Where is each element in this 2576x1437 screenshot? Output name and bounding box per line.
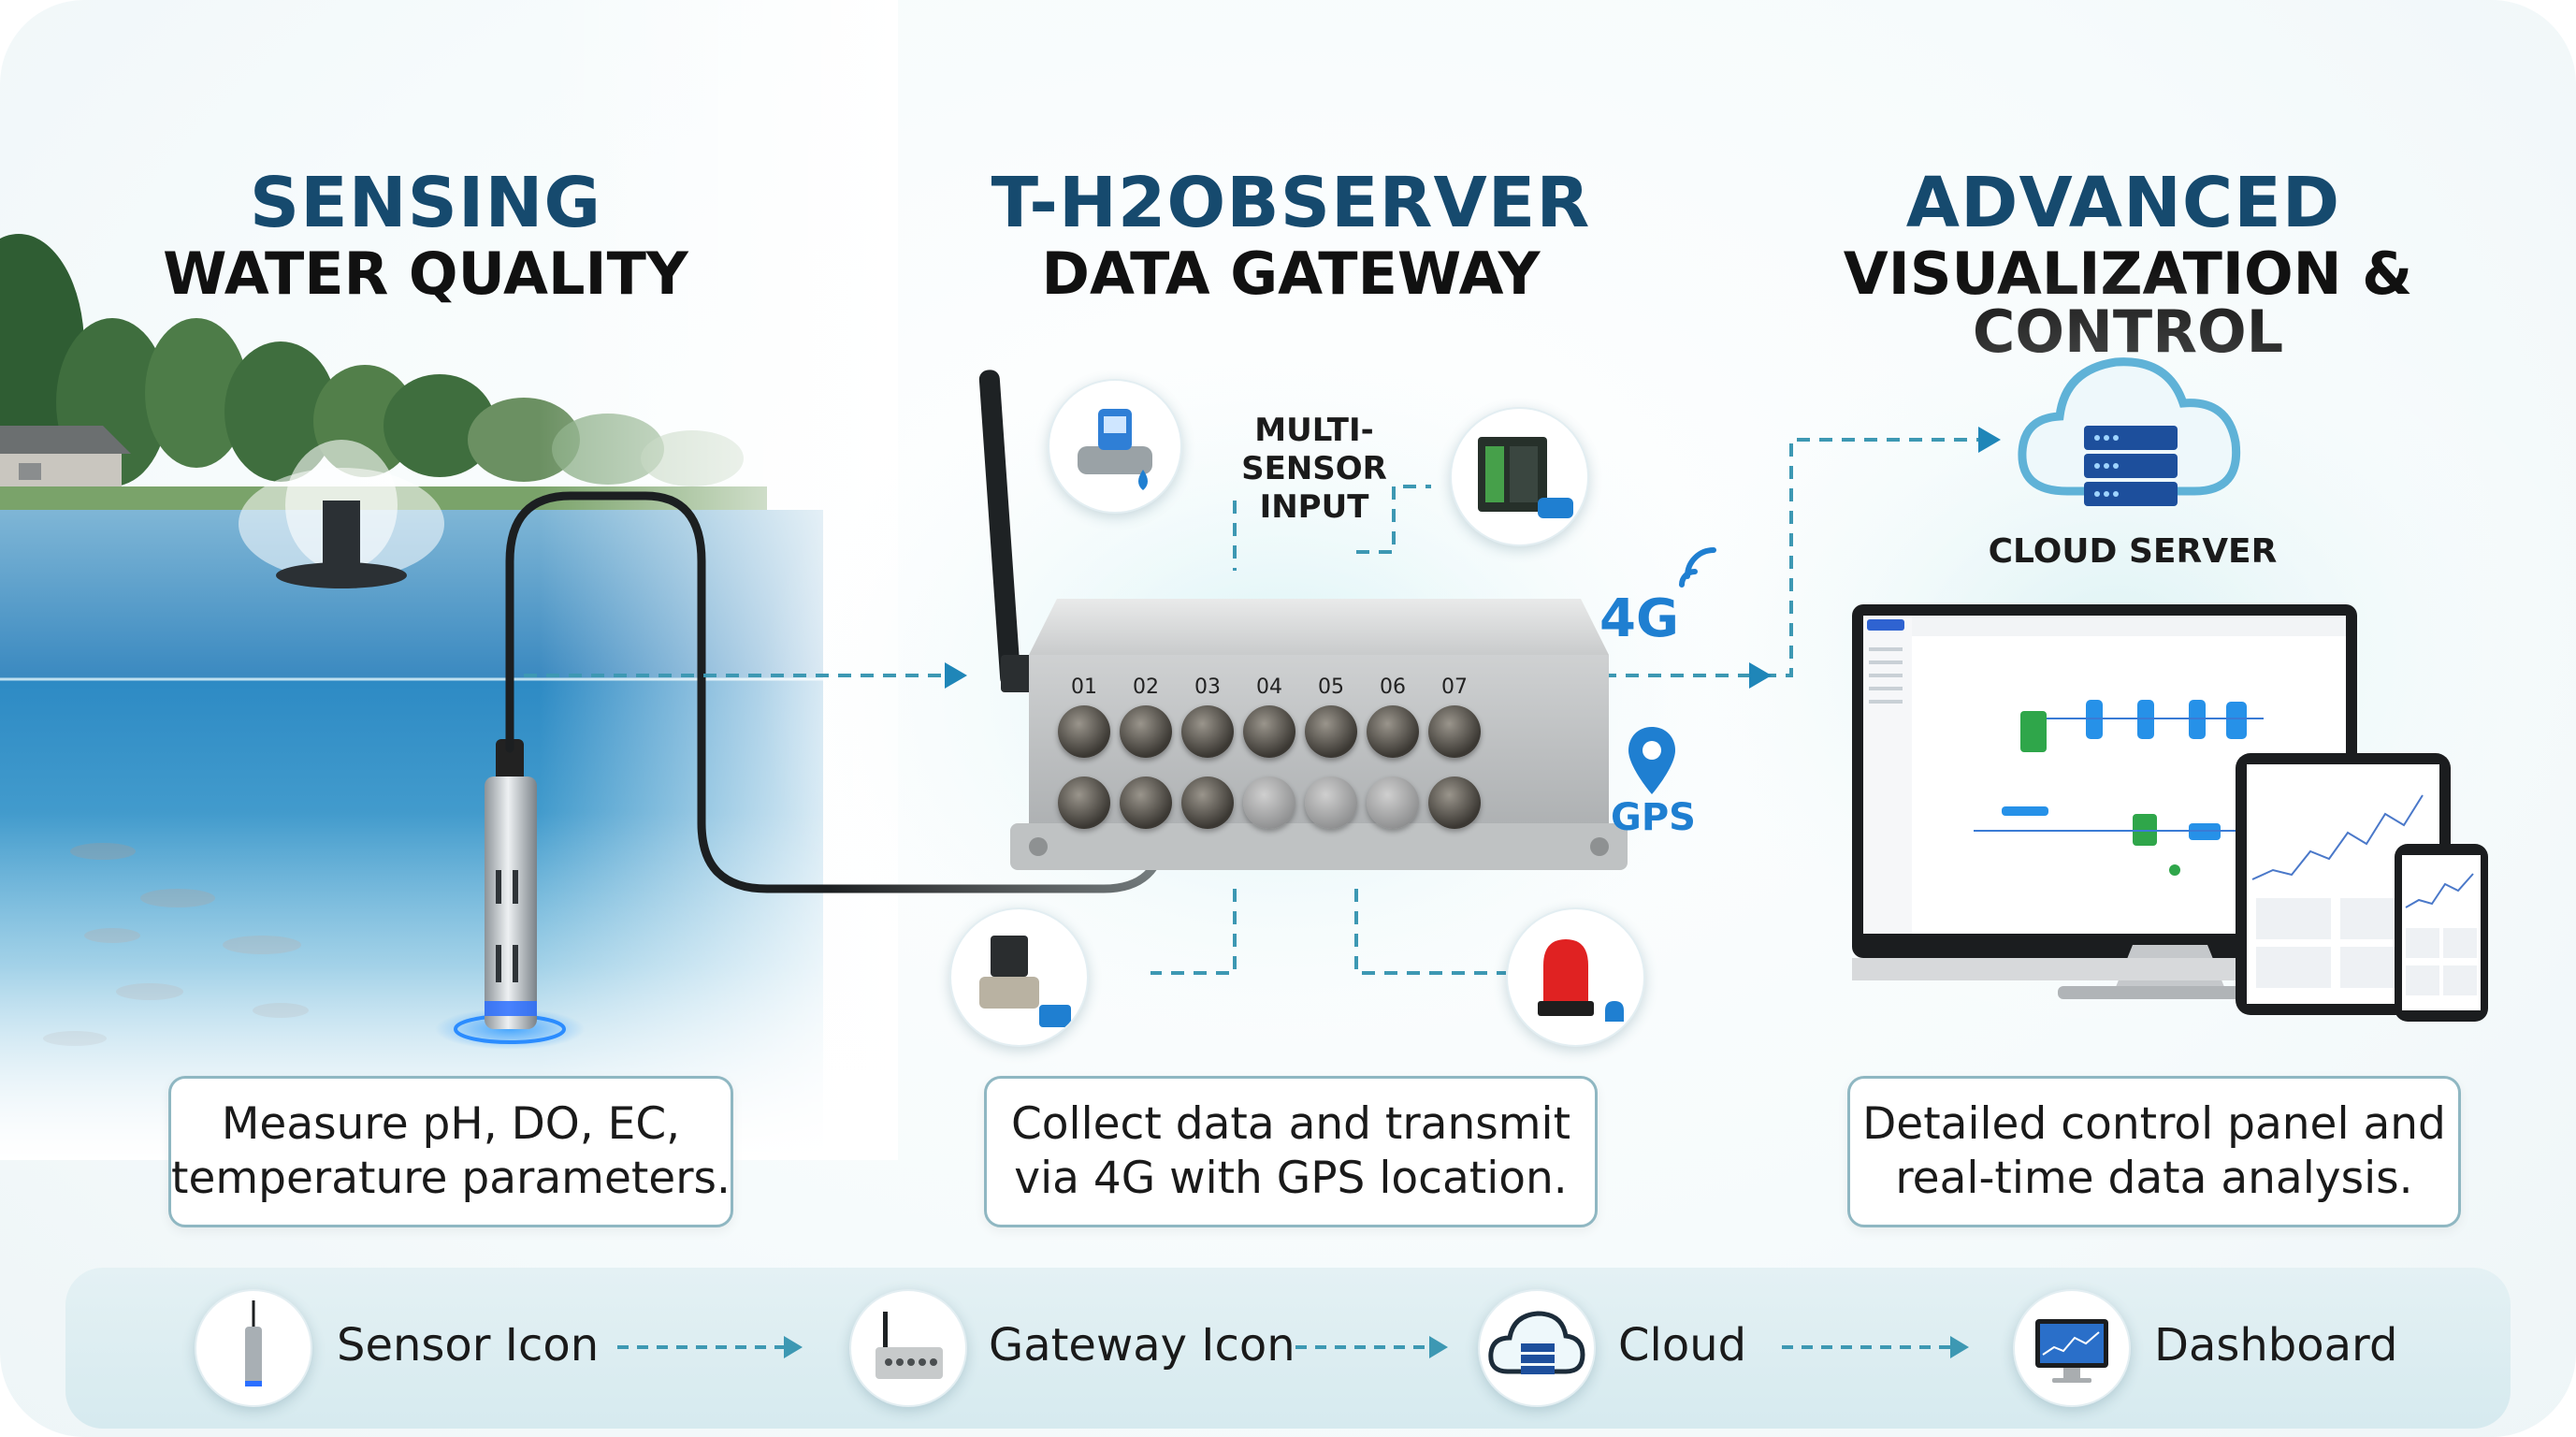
connector-lines bbox=[524, 438, 1978, 975]
legend-label-gateway: Gateway Icon bbox=[989, 1319, 1295, 1372]
port-label: 02 bbox=[1133, 675, 1159, 699]
cable-port bbox=[1367, 705, 1419, 758]
lower-port bbox=[1120, 777, 1172, 829]
port-label: 04 bbox=[1256, 675, 1282, 699]
cloud-server-icon bbox=[2018, 357, 2241, 506]
alarm-beacon-icon bbox=[1506, 907, 1645, 1047]
sensing-description: Measure pH, DO, EC,temperature parameter… bbox=[168, 1076, 733, 1227]
cable-port bbox=[1305, 705, 1357, 758]
cloud-legend-icon bbox=[1478, 1289, 1596, 1407]
gateway-title: T-H2OBSERVER bbox=[991, 163, 1591, 243]
cable-port bbox=[1243, 705, 1295, 758]
gateway-subtitle: DATA GATEWAY bbox=[1041, 240, 1541, 308]
cloud-server-label: CLOUD SERVER bbox=[1988, 532, 2278, 571]
legend-label-sensor: Sensor Icon bbox=[337, 1319, 600, 1372]
cable-port bbox=[1428, 705, 1481, 758]
port-label: 03 bbox=[1194, 675, 1221, 699]
port-label: 01 bbox=[1071, 675, 1097, 699]
4g-label: 4G bbox=[1599, 588, 1679, 649]
port-label: 07 bbox=[1441, 675, 1468, 699]
solenoid-valve-icon bbox=[949, 907, 1089, 1047]
multi-sensor-label: MULTI-SENSOR INPUT bbox=[1241, 412, 1387, 526]
gateway-box-icon bbox=[849, 1289, 967, 1407]
port-label: 06 bbox=[1380, 675, 1406, 699]
port-row: 01 02 03 04 05 06 07 bbox=[1048, 675, 1571, 853]
legend-label-dashboard: Dashboard bbox=[2154, 1319, 2398, 1372]
port-label: 05 bbox=[1318, 675, 1344, 699]
lower-port bbox=[1305, 777, 1357, 829]
signal-waves-icon bbox=[1679, 547, 1716, 588]
monitor-icon bbox=[2013, 1289, 2131, 1407]
lake-scene bbox=[0, 0, 898, 1160]
connector-arrowheads bbox=[945, 427, 2001, 689]
lower-port bbox=[1058, 777, 1110, 829]
sensing-title: SENSING bbox=[249, 163, 602, 243]
lower-port bbox=[1181, 777, 1234, 829]
gps-label: GPS bbox=[1611, 796, 1696, 839]
dashboard-devices bbox=[1852, 604, 2488, 1022]
lower-port bbox=[1367, 777, 1419, 829]
cable-port bbox=[1181, 705, 1234, 758]
gps-pin-icon bbox=[1628, 727, 1675, 794]
visualization-title: ADVANCED bbox=[1905, 163, 2341, 243]
cable-port bbox=[1120, 705, 1172, 758]
sensing-subtitle: WATER QUALITY bbox=[163, 240, 688, 308]
lower-port bbox=[1428, 777, 1481, 829]
lower-port bbox=[1243, 777, 1295, 829]
legend-label-cloud: Cloud bbox=[1618, 1319, 1747, 1372]
io-module-icon bbox=[1450, 407, 1589, 546]
phone-device bbox=[2395, 844, 2488, 1022]
cable-port bbox=[1058, 705, 1110, 758]
flow-meter-sensor-icon bbox=[1048, 379, 1182, 514]
antenna bbox=[978, 370, 1035, 692]
water-quality-probe bbox=[435, 739, 585, 1050]
sensor-probe-icon bbox=[195, 1289, 312, 1407]
